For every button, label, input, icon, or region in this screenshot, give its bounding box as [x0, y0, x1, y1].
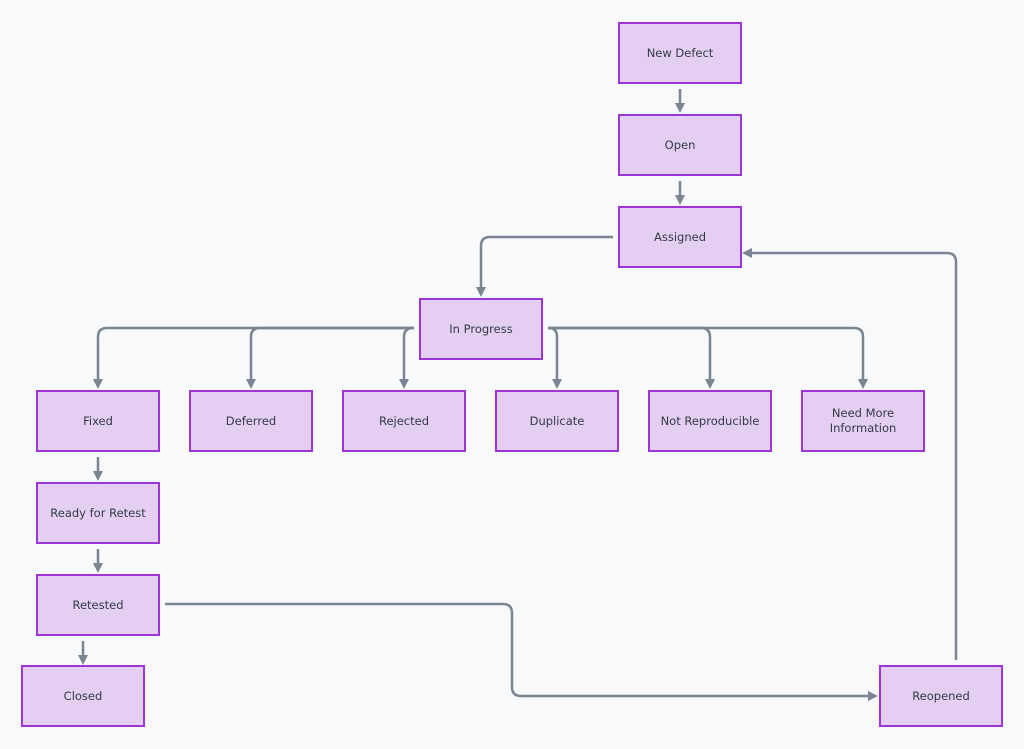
edge-retested-to-reopened	[165, 602, 878, 701]
edge-in-progress-to-not-reproducible	[548, 326, 715, 389]
edge-assigned-to-in-progress	[476, 235, 613, 297]
node-fixed[interactable]: Fixed	[36, 390, 160, 452]
edge-in-progress-to-need-more-information	[548, 326, 868, 389]
node-need-more-information[interactable]: Need More Information	[801, 390, 925, 452]
node-deferred[interactable]: Deferred	[189, 390, 313, 452]
node-rejected[interactable]: Rejected	[342, 390, 466, 452]
edge-reopened-to-assigned	[742, 248, 958, 660]
edge-in-progress-to-duplicate	[548, 326, 562, 389]
node-ready-for-retest[interactable]: Ready for Retest	[36, 482, 160, 544]
node-new-defect[interactable]: New Defect	[618, 22, 742, 84]
edge-in-progress-to-fixed	[93, 326, 414, 389]
node-not-reproducible[interactable]: Not Reproducible	[648, 390, 772, 452]
node-duplicate[interactable]: Duplicate	[495, 390, 619, 452]
edge-in-progress-to-deferred	[246, 326, 414, 389]
node-closed[interactable]: Closed	[21, 665, 145, 727]
node-open[interactable]: Open	[618, 114, 742, 176]
node-in-progress[interactable]: In Progress	[419, 298, 543, 360]
node-reopened[interactable]: Reopened	[879, 665, 1003, 727]
node-assigned[interactable]: Assigned	[618, 206, 742, 268]
node-retested[interactable]: Retested	[36, 574, 160, 636]
edge-in-progress-to-rejected	[399, 326, 414, 389]
